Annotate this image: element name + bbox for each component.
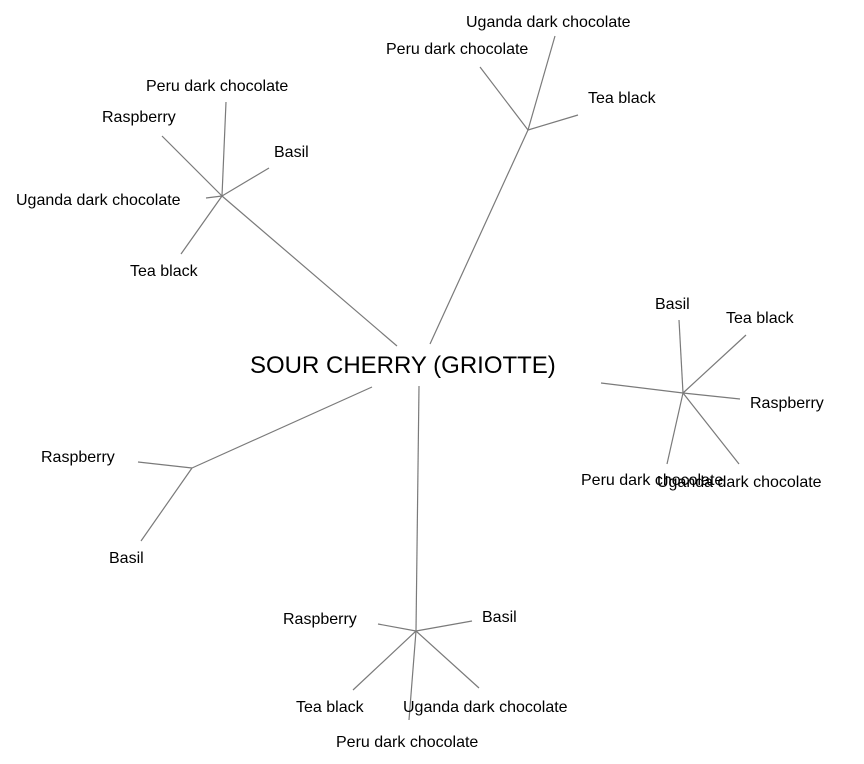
- leaf-edge: [666, 392, 684, 465]
- branch-right: Basil Tea black Raspberry Peru dark choc…: [581, 296, 824, 491]
- leaf-label: Raspberry: [102, 109, 176, 126]
- leaf-label: Tea black: [588, 90, 657, 107]
- leaf-edge: [415, 620, 473, 632]
- root-edge-top-right: [429, 129, 529, 345]
- leaf-edge: [527, 114, 579, 131]
- leaf-edge: [221, 101, 227, 197]
- leaf-edge: [140, 467, 193, 542]
- branch-bottom: Raspberry Basil Tea black Uganda dark ch…: [283, 385, 568, 751]
- leaf-label: Peru dark chocolate: [581, 472, 723, 489]
- leaf-label: Basil: [274, 144, 309, 161]
- branch-left: Raspberry Basil: [41, 386, 373, 567]
- leaf-label: Raspberry: [283, 611, 357, 628]
- root-edge-left: [191, 386, 373, 469]
- leaf-edge: [180, 195, 223, 255]
- leaf-edge: [352, 630, 417, 691]
- branch-top-left: Peru dark chocolate Raspberry Basil Ugan…: [16, 78, 398, 347]
- leaf-label: Uganda dark chocolate: [657, 474, 822, 491]
- leaf-edge: [161, 135, 223, 197]
- leaf-label: Basil: [655, 296, 690, 313]
- root-edge-right: [600, 382, 684, 394]
- leaf-edge: [682, 392, 740, 465]
- root-edge-bottom: [415, 385, 420, 632]
- leaf-edge: [415, 630, 480, 689]
- branch-top-right: Uganda dark chocolate Peru dark chocolat…: [386, 14, 657, 345]
- leaf-label: Peru dark chocolate: [146, 78, 288, 95]
- leaf-edge: [408, 630, 417, 721]
- leaf-edge: [205, 195, 223, 199]
- leaf-label: Raspberry: [41, 449, 115, 466]
- leaf-edge: [682, 392, 741, 400]
- leaf-label: Uganda dark chocolate: [16, 192, 181, 209]
- leaf-edge: [137, 461, 193, 469]
- leaf-edge: [479, 66, 529, 131]
- leaf-label: Uganda dark chocolate: [403, 699, 568, 716]
- leaf-label: Uganda dark chocolate: [466, 14, 631, 31]
- leaf-label: Basil: [109, 550, 144, 567]
- root-label: SOUR CHERRY (GRIOTTE): [250, 352, 556, 379]
- leaf-edge: [221, 167, 270, 197]
- leaf-edge: [527, 35, 556, 131]
- root-edge-top-left: [221, 195, 398, 347]
- leaf-label: Peru dark chocolate: [336, 734, 478, 751]
- leaf-label: Raspberry: [750, 395, 824, 412]
- leaf-label: Peru dark chocolate: [386, 41, 528, 58]
- leaf-edge: [678, 319, 684, 394]
- leaf-label: Basil: [482, 609, 517, 626]
- leaf-label: Tea black: [296, 699, 365, 716]
- leaf-edge: [377, 623, 417, 632]
- leaf-label: Tea black: [130, 263, 199, 280]
- leaf-label: Tea black: [726, 310, 795, 327]
- leaf-edge: [682, 334, 747, 394]
